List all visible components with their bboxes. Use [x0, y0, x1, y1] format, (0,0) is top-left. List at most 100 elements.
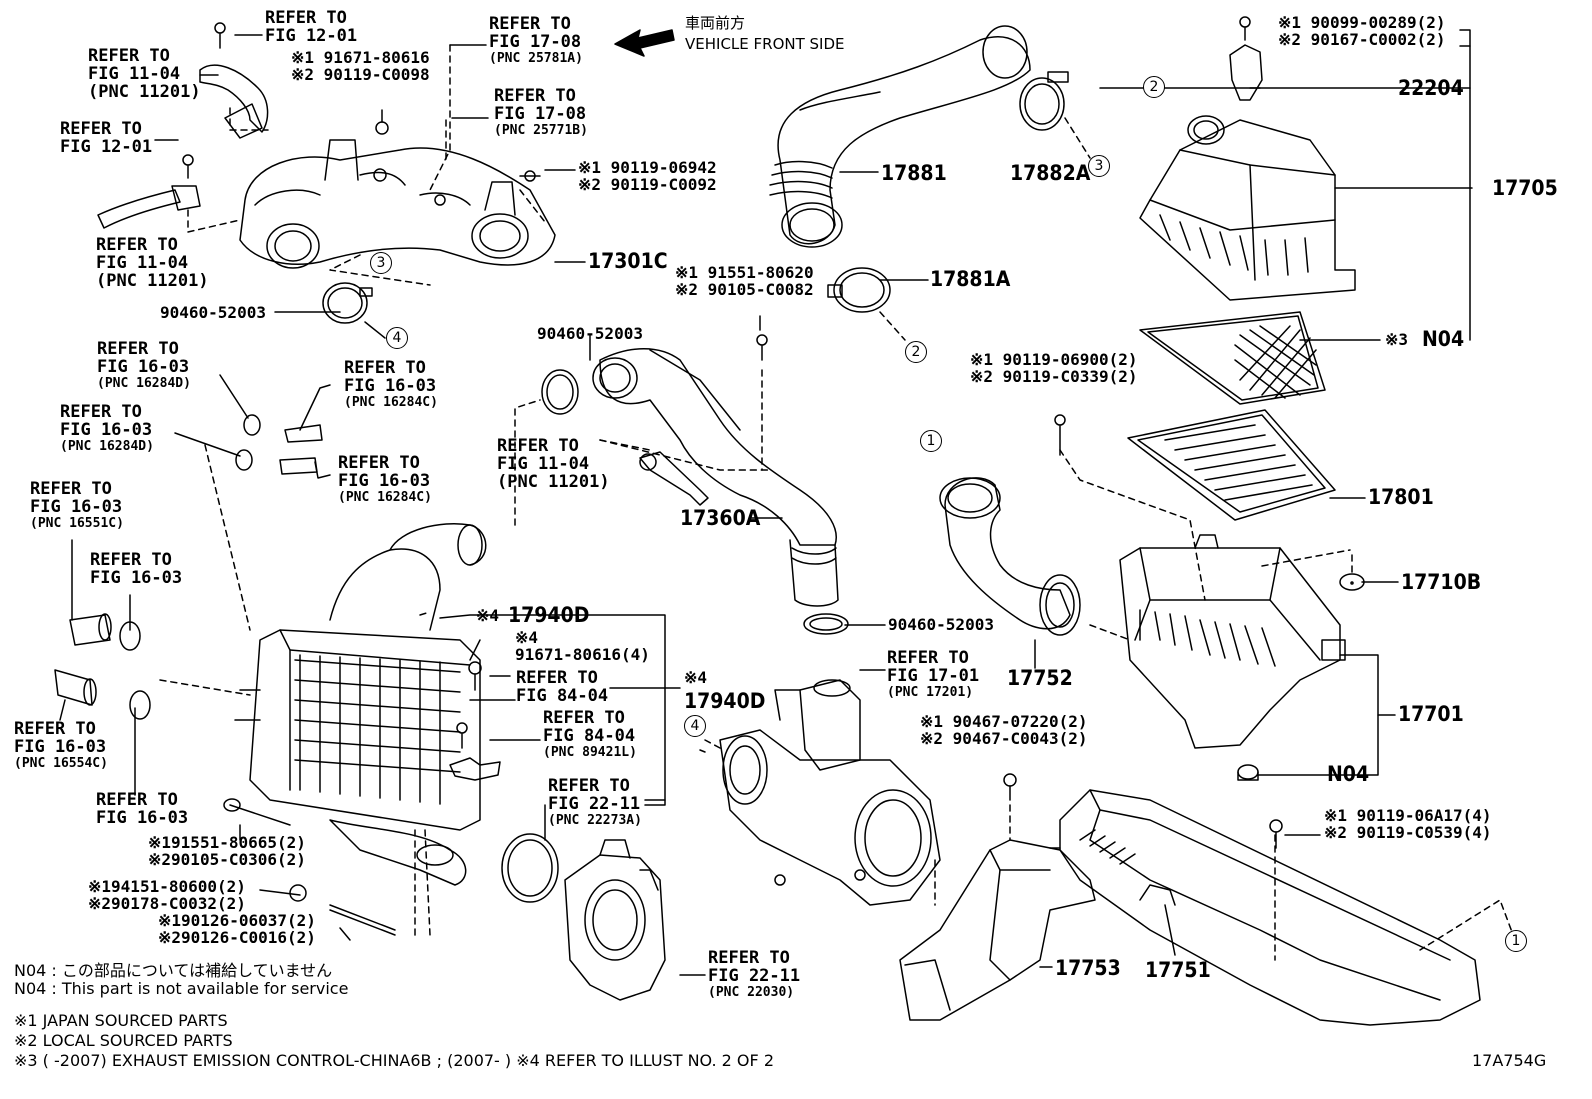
- fastener-code: ※1 91551-80620※2 90105-C0082: [675, 263, 814, 299]
- part-number: 17801: [1368, 485, 1434, 509]
- dashed-leaders-bottom-center: [704, 739, 1011, 906]
- part-number: 22204: [1398, 76, 1464, 100]
- circle-ref: 2: [1143, 76, 1165, 98]
- air-hose-17752: [939, 477, 1081, 636]
- note-mark: ※3: [1385, 330, 1409, 349]
- part-number: 17882A: [1010, 161, 1091, 185]
- mass-air-flow-sensor-22204: [1229, 16, 1263, 101]
- note-line: ※3 ( -2007) EXHAUST EMISSION CONTROL-CHI…: [14, 1051, 774, 1070]
- throttle-body: [564, 839, 666, 1001]
- circle-ref: 4: [386, 327, 408, 349]
- intake-connector-17301c: [239, 139, 556, 269]
- air-cleaner-lower-case-17701: [1119, 534, 1365, 749]
- hose-17360a: [592, 348, 839, 607]
- front-arrow: [614, 29, 675, 57]
- part-number: 17881A: [930, 267, 1011, 291]
- air-cleaner-case-17705: [1139, 115, 1356, 301]
- part-number: N04: [1422, 327, 1465, 351]
- fastener-code: ※1 90099-00289(2)※2 90167-C0002(2): [1278, 13, 1446, 49]
- fastener-code: ※1 90119-06900(2)※2 90119-C0339(2): [970, 350, 1138, 386]
- part-number: N04: [1327, 762, 1370, 786]
- part-number: 17705: [1492, 176, 1558, 200]
- note-line: N04 : This part is not available for ser…: [14, 979, 349, 998]
- circle-ref: 1: [920, 430, 942, 452]
- air-cleaner-hose-17881: [769, 25, 1031, 248]
- fastener-code: ※1 90467-07220(2)※2 90467-C0043(2): [920, 712, 1088, 748]
- fastener-code: ※191551-80665(2)※290105-C0306(2): [148, 833, 306, 869]
- air-filter-element-17801: [1127, 409, 1336, 521]
- small-fitting-center: [639, 451, 709, 506]
- bolt-17710b: [1350, 581, 1354, 585]
- clamp-17881a: [827, 267, 891, 313]
- part-number: 17753: [1055, 956, 1121, 980]
- dashed-leaders-top-left: [187, 44, 546, 286]
- bolts-lower-left: [223, 661, 501, 936]
- dashed-leaders-center: [514, 369, 771, 526]
- part-number: 17940D: [684, 689, 766, 713]
- part-number: 17881: [881, 161, 947, 185]
- gasket-ring: [501, 833, 559, 903]
- note-mark: ※4: [684, 668, 708, 687]
- fastener-code: ※190126-06037(2)※290126-C0016(2): [158, 911, 316, 947]
- hose-mid-left: [97, 189, 181, 229]
- intake-manifold-center: [719, 679, 941, 906]
- fastener-code: ※1 91671-80616※2 90119-C0098: [291, 48, 430, 84]
- clamp-17882a: [1019, 71, 1069, 131]
- part-number: 90460-52003: [537, 324, 643, 343]
- part-number: 90460-52003: [888, 615, 994, 634]
- dashed-leaders-right: [1059, 449, 1516, 961]
- dashed-leaders-left: [159, 444, 431, 936]
- part-number: 17940D: [508, 603, 590, 627]
- leader-lines: [59, 29, 1473, 976]
- air-duct-17753: [899, 839, 1096, 1021]
- air-duct-17751: [1059, 789, 1481, 1026]
- hose-top-left: [199, 64, 269, 133]
- fastener-code: ※1 90119-06A17(4)※2 90119-C0539(4): [1324, 806, 1492, 842]
- figure-id: 17A754G: [1472, 1051, 1547, 1070]
- note-line: ※2 LOCAL SOURCED PARTS: [14, 1031, 233, 1050]
- vehicle-front-label-jp: 車両前方: [685, 14, 746, 32]
- clamp-90460-a: [322, 282, 373, 324]
- part-number: 17710B: [1401, 570, 1482, 594]
- part-number: 17301C: [588, 249, 668, 273]
- part-number: 17751: [1145, 958, 1211, 982]
- clamp-90460-b: [541, 369, 579, 415]
- note-line: N04 : この部品については補給していません: [14, 961, 333, 980]
- fastener-code: ※194151-80600(2)※290178-C0032(2): [88, 877, 246, 913]
- part-number: 90460-52003: [160, 303, 266, 322]
- note-mark: ※4: [476, 606, 500, 625]
- circle-ref: 4: [684, 715, 706, 737]
- circle-ref: 3: [370, 252, 392, 274]
- note-line: ※1 JAPAN SOURCED PARTS: [14, 1011, 228, 1030]
- part-number: 17752: [1007, 666, 1073, 690]
- circle-ref: 2: [905, 341, 927, 363]
- part-number: 17701: [1398, 702, 1464, 726]
- intercooler-17940d: [234, 523, 487, 886]
- vehicle-front-label-en: VEHICLE FRONT SIDE: [685, 35, 845, 53]
- fastener-code: ※1 90119-06942※2 90119-C0092: [578, 158, 717, 194]
- filter-n04: [1139, 311, 1326, 405]
- grommet-n04: [1237, 764, 1259, 781]
- circle-ref: 1: [1505, 930, 1527, 952]
- part-number: 17360A: [680, 506, 761, 530]
